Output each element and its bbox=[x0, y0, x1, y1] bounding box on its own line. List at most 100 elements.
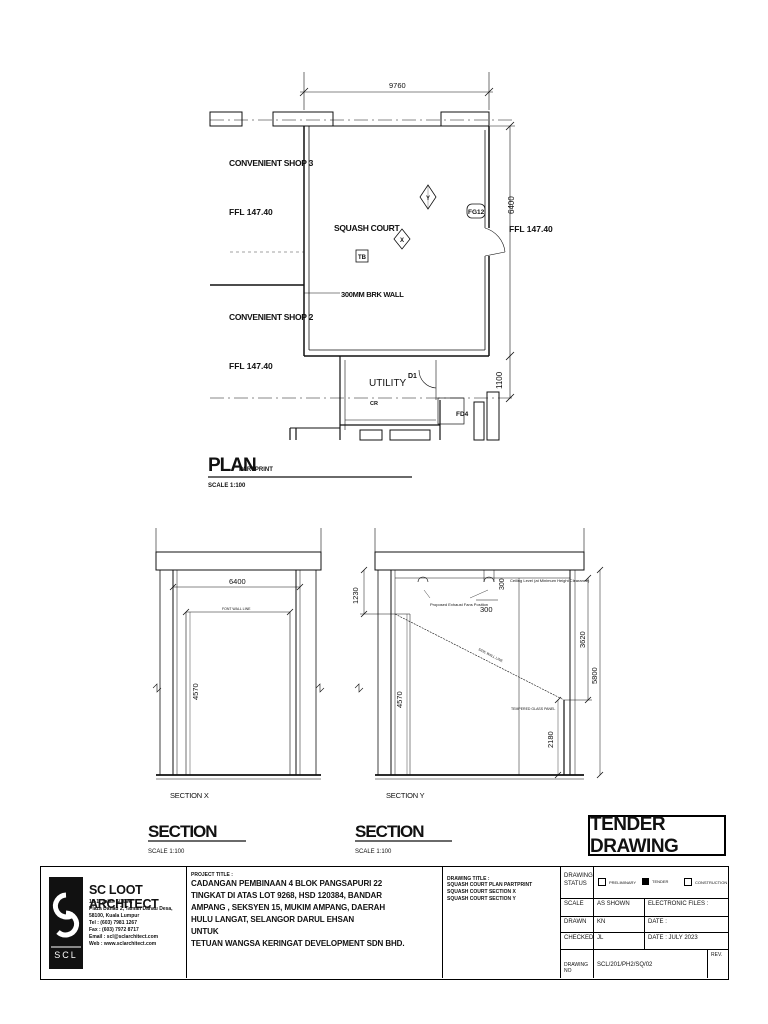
section-left-scale: SCALE 1:100 bbox=[148, 849, 185, 855]
status-options-cell: PRELIMINARY TENDER CONSTRUCTION bbox=[594, 867, 728, 899]
project-line: AMPANG , SEKSYEN 15, MUKIM AMPANG, DAERA… bbox=[191, 903, 385, 912]
drawn-value: KN bbox=[597, 919, 606, 925]
efiles-label: ELECTRONIC FILES : bbox=[648, 901, 709, 907]
shop3-ffl: FFL 147.40 bbox=[229, 207, 273, 217]
section-right-title: SECTION bbox=[355, 822, 424, 841]
section-y-sidewall: SIDE WALL LINE bbox=[478, 647, 505, 663]
utility-label: UTILITY bbox=[369, 378, 407, 389]
address-line: Tel : (603) 7981 1267 bbox=[89, 920, 137, 926]
cr-label: CR bbox=[370, 401, 378, 407]
section-y-tempered: TEMPERED GLASS PANEL bbox=[511, 707, 555, 711]
project-cell: PROJECT TITLE : CADANGAN PEMBINAAN 4 BLO… bbox=[187, 867, 443, 978]
section-y-3620: 3620 bbox=[578, 631, 587, 648]
fd4-label: FD4 bbox=[456, 411, 469, 418]
plan-text: 9760 CONVENIENT SHOP 3 FFL 147.40 SQUASH… bbox=[208, 81, 553, 489]
dim-height-label: 6400 bbox=[507, 196, 516, 214]
rev-cell: REV. bbox=[708, 950, 728, 978]
checkbox-preliminary bbox=[598, 878, 606, 886]
drawn-value-cell: KN bbox=[594, 917, 645, 933]
shop3-label: CONVENIENT SHOP 3 bbox=[229, 158, 314, 168]
project-line: TETUAN WANGSA KERINGAT DEVELOPMENT SDN B… bbox=[191, 939, 405, 948]
section-y-2180: 2180 bbox=[546, 731, 555, 748]
tender-drawing-stamp: TENDER DRAWING bbox=[588, 814, 726, 857]
checkbox-construction bbox=[684, 878, 692, 886]
section-x-width: 6400 bbox=[229, 577, 246, 586]
section-x-text: 6400 FONT WALL LINE 4570 SECTION X bbox=[170, 577, 251, 800]
fg12-label: FG12 bbox=[468, 209, 485, 216]
squash-court-label: SQUASH COURT bbox=[334, 223, 400, 233]
drawing-no-label-cell: DRAWING NO bbox=[561, 950, 594, 978]
drawing-no-value: SCL/201/PH2/SQ/02 bbox=[597, 962, 653, 968]
marker-y: Y bbox=[426, 196, 430, 202]
firm-cell: SCL SC LOOT ARCHITECT 10-1, Jalan 5/109F… bbox=[41, 867, 187, 978]
shop2-ffl: FFL 147.40 bbox=[229, 361, 273, 371]
firm-name: SC LOOT ARCHITECT bbox=[89, 883, 159, 911]
address-line: 10-1, Jalan 5/109F, bbox=[89, 899, 133, 905]
status-label-cell: DRAWING STATUS bbox=[561, 867, 594, 899]
plan-title: PLAN bbox=[208, 455, 256, 476]
address-line: Fax : (603) 7972 8717 bbox=[89, 927, 139, 933]
shop2-label: CONVENIENT SHOP 2 bbox=[229, 312, 314, 322]
scale-label: SCALE bbox=[564, 901, 584, 907]
title-block: SCL SC LOOT ARCHITECT 10-1, Jalan 5/109F… bbox=[40, 866, 729, 980]
d1-label: D1 bbox=[408, 373, 417, 380]
address-line: Email : scl@sclarchitect.com bbox=[89, 934, 159, 940]
section-y-300a: 300 bbox=[499, 578, 506, 590]
checked-label-cell: CHECKED bbox=[561, 933, 594, 950]
section-titles: SECTION SCALE 1:100 SECTION SCALE 1:100 bbox=[148, 822, 452, 855]
date-label: DATE : bbox=[648, 919, 667, 925]
section-y-4570: 4570 bbox=[395, 691, 404, 708]
ffl-right: FFL 147.40 bbox=[509, 224, 553, 234]
project-line: TINGKAT DI ATAS LOT 9268, HSD 120384, BA… bbox=[191, 891, 382, 900]
drawing-title-line: SQUASH COURT SECTION X bbox=[447, 889, 516, 895]
firm-address: 10-1, Jalan 5/109F,Plaza Danau 2, Taman … bbox=[89, 899, 173, 948]
section-y-text: 1230 300 300 Ceiling Level (at Minimum H… bbox=[351, 578, 599, 800]
drawing-title-label: DRAWING TITLE : bbox=[447, 876, 490, 882]
checked-value-cell: JL bbox=[594, 933, 645, 950]
date-value-cell: DATE : JULY 2023 bbox=[645, 933, 728, 950]
rev-label: REV. bbox=[711, 952, 723, 958]
drawing-title-line: SQUASH COURT PLAN PARTPRINT bbox=[447, 882, 533, 888]
drawing-no-value-cell: SCL/201/PH2/SQ/02 bbox=[594, 950, 708, 978]
section-x-frontwall: FONT WALL LINE bbox=[222, 607, 251, 611]
dim-utility-label: 1100 bbox=[495, 371, 504, 389]
scale-value: AS SHOWN bbox=[597, 901, 630, 907]
section-y-1230: 1230 bbox=[351, 587, 360, 604]
date-cell: DATE : bbox=[645, 917, 728, 933]
section-x-height: 4570 bbox=[191, 683, 200, 700]
plan-scale: SCALE 1:100 bbox=[208, 483, 246, 489]
status-tender: TENDER bbox=[652, 879, 669, 884]
plan-view bbox=[208, 72, 515, 478]
date-value: DATE : JULY 2023 bbox=[648, 935, 698, 941]
section-y-ceiling: Ceiling Level (at Minimum Height Clearan… bbox=[510, 578, 590, 583]
project-line: HULU LANGAT, SELANGOR DARUL EHSAN bbox=[191, 915, 355, 924]
drawing-title-cell: DRAWING TITLE : SQUASH COURT PLAN PARTPR… bbox=[443, 867, 561, 978]
address-line: 58100, Kuala Lumpur bbox=[89, 913, 140, 919]
status-preliminary: PRELIMINARY bbox=[609, 879, 637, 885]
tb-label: TB bbox=[358, 255, 367, 261]
dim-width-label: 9760 bbox=[389, 81, 406, 90]
drawn-label-cell: DRAWN bbox=[561, 917, 594, 933]
wall-label: 300MM BRK WALL bbox=[341, 290, 404, 299]
scale-label-cell: SCALE bbox=[561, 899, 594, 917]
checked-label: CHECKED bbox=[564, 935, 594, 941]
section-left-title: SECTION bbox=[148, 822, 217, 841]
status-construction: CONSTRUCTION bbox=[695, 879, 728, 885]
checked-value: JL bbox=[597, 935, 604, 941]
section-y-300b: 300 bbox=[480, 605, 493, 614]
plan-subtitle: PARTPRINT bbox=[239, 467, 273, 473]
section-y-label: SECTION Y bbox=[386, 791, 425, 800]
section-y-view bbox=[354, 528, 604, 780]
logo-mark-icon bbox=[51, 892, 81, 948]
project-line: UNTUK bbox=[191, 927, 219, 936]
section-y-exhaust: Proposed Exhaust Fans Position bbox=[430, 602, 488, 607]
section-y-5800: 5800 bbox=[590, 667, 599, 684]
firm-logo: SCL bbox=[49, 877, 83, 969]
status-label: DRAWING STATUS bbox=[564, 873, 593, 887]
marker-x: X bbox=[400, 238, 404, 244]
section-right-scale: SCALE 1:100 bbox=[355, 849, 392, 855]
section-x-view bbox=[152, 528, 325, 780]
